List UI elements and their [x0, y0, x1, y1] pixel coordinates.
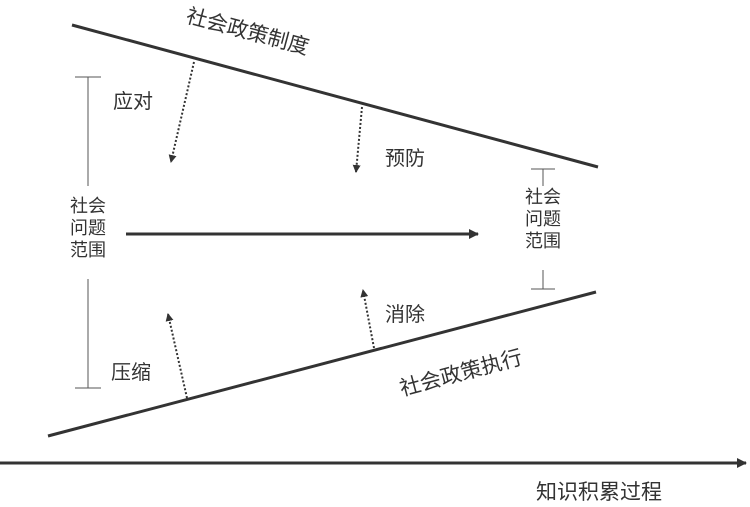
eliminate-label: 消除: [385, 302, 425, 326]
respond-label: 应对: [113, 89, 153, 113]
scope-right-line-1: 社会: [525, 187, 561, 208]
scope-label-left: 社会 问题 范围: [66, 196, 110, 262]
knowledge-axis-label: 知识积累过程: [536, 480, 662, 504]
top-policy-line: [71, 23, 599, 169]
compress-arrow: [165, 313, 188, 399]
prevent-arrow: [352, 106, 363, 173]
top-line-label: 社会政策制度: [184, 4, 312, 60]
bottom-line-label: 社会政策执行: [397, 345, 525, 401]
compress-label: 压缩: [111, 360, 151, 384]
scope-right-line-2: 问题: [525, 209, 561, 230]
scope-left-line-2: 问题: [70, 218, 106, 239]
scope-right-line-3: 范围: [525, 231, 561, 252]
bottom-policy-line: [47, 290, 597, 438]
scope-left-line-1: 社会: [70, 196, 106, 217]
prevent-label: 预防: [385, 146, 425, 170]
scope-left-line-3: 范围: [70, 240, 106, 261]
scope-label-right: 社会 问题 范围: [521, 187, 565, 253]
respond-arrow: [168, 61, 195, 163]
eliminate-arrow: [360, 289, 375, 349]
